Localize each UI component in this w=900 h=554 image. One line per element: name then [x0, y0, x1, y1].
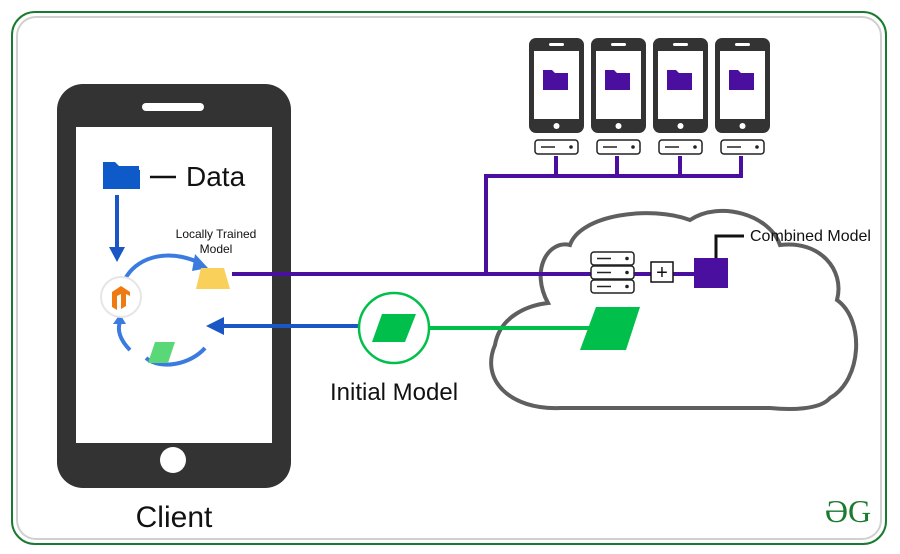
locally-trained-label-line1: Locally Trained [176, 227, 257, 241]
gfg-logo: ƏG [825, 493, 871, 529]
locally-trained-label-line2: Model [200, 242, 233, 256]
tensorflow-icon [100, 276, 142, 318]
svg-text:+: + [656, 262, 668, 284]
down-arrow-icon [109, 195, 125, 262]
peer-device [653, 38, 708, 155]
peer-server-icon [720, 139, 765, 155]
peer-devices [529, 38, 770, 155]
phone-home-button[interactable] [160, 447, 186, 473]
diagram-frame-outer [11, 11, 887, 545]
peer-device [591, 38, 646, 155]
peer-server-icon [596, 139, 641, 155]
data-label: Data [186, 161, 246, 192]
peer-folder-icon [729, 70, 754, 90]
cloud-shape [489, 209, 858, 411]
peer-bus [484, 156, 743, 274]
server-stack-icon [590, 251, 635, 294]
client-label: Client [136, 501, 213, 534]
peer-device [715, 38, 770, 155]
combined-model-leader [714, 234, 744, 258]
peer-folder-icon [667, 70, 692, 90]
initial-model-node [357, 291, 431, 365]
local-model-icon [196, 268, 230, 289]
server-unit [590, 265, 635, 280]
peer-folder-icon [543, 70, 568, 90]
combined-model-label: Combined Model [750, 228, 871, 245]
initial-model-local-icon [148, 342, 175, 363]
combined-model-icon [694, 258, 728, 288]
peer-device [529, 38, 584, 155]
peer-folder-icon [605, 70, 630, 90]
peer-server-icon [534, 139, 579, 155]
server-unit [590, 251, 635, 266]
cycle-arrowhead-icon [192, 254, 208, 271]
client-phone [57, 84, 291, 488]
initial-model-label: Initial Model [330, 379, 458, 406]
diagram-frame-inner [16, 16, 882, 540]
server-unit [590, 279, 635, 294]
cloud-initial-model-icon [580, 307, 640, 350]
download-arrow [206, 317, 359, 335]
aggregate-plus-icon: + [650, 261, 674, 284]
folder-icon [103, 162, 140, 189]
cycle-arrowhead-icon [113, 314, 126, 324]
peer-server-icon [658, 139, 703, 155]
phone-speaker [142, 103, 204, 111]
